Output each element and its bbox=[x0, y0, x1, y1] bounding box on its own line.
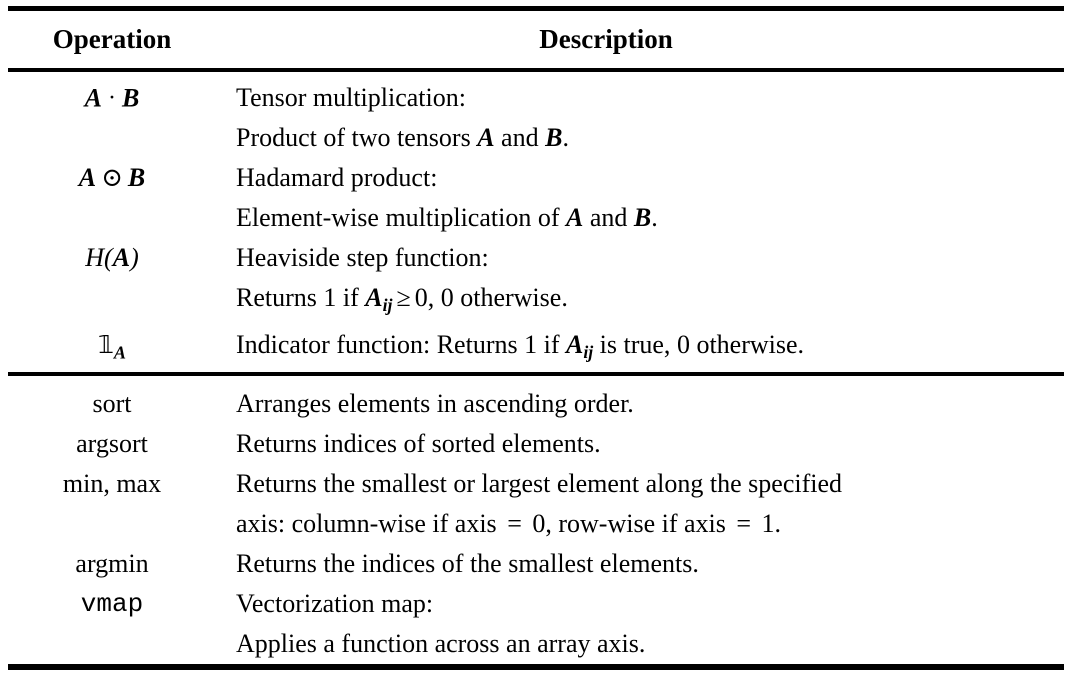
operation-cell: sort bbox=[92, 389, 132, 419]
description-line: Arranges elements in ascending order. bbox=[236, 389, 634, 419]
dot-operator-icon: · bbox=[108, 85, 116, 111]
table-row: A·B Tensor multiplication: Product of tw… bbox=[8, 78, 1064, 158]
table-row: H(A) Heaviside step function: Returns 1 … bbox=[8, 238, 1064, 325]
table-section-math-operations: A·B Tensor multiplication: Product of tw… bbox=[8, 72, 1064, 372]
tensor-a-symbol: A bbox=[112, 243, 131, 272]
table-top-rule bbox=[8, 6, 1064, 11]
description-line: Product of two tensors A and B. bbox=[236, 123, 569, 152]
description-cell: Heaviside step function: Returns 1 if Ai… bbox=[216, 238, 1064, 325]
description-cell: Returns indices of sorted elements. bbox=[216, 424, 1064, 464]
table-bottom-rule bbox=[8, 664, 1064, 671]
table-row: vmap Vectorization map: Applies a functi… bbox=[8, 584, 1064, 664]
heaviside-h-symbol: H bbox=[85, 243, 105, 272]
description-cell: Hadamard product: Element-wise multiplic… bbox=[216, 158, 1064, 238]
description-cell: Returns the smallest or largest element … bbox=[216, 464, 1064, 544]
operation-cell: argmin bbox=[75, 549, 149, 579]
description-cell: Tensor multiplication: Product of two te… bbox=[216, 78, 1064, 158]
tensor-a-symbol: A bbox=[78, 163, 97, 192]
table-section-rule bbox=[8, 372, 1064, 377]
table-row: argmin Returns the indices of the smalle… bbox=[8, 544, 1064, 584]
description-cell: Vectorization map: Applies a function ac… bbox=[216, 584, 1064, 664]
description-line: Hadamard product: bbox=[236, 163, 438, 192]
tensor-a-symbol: A bbox=[84, 83, 102, 113]
operation-cell: vmap bbox=[80, 589, 144, 620]
description-line: Returns the indices of the smallest elem… bbox=[236, 549, 699, 579]
description-line: Returns the smallest or largest element … bbox=[236, 469, 843, 499]
table-row: A⊙B Hadamard product: Element-wise multi… bbox=[8, 158, 1064, 238]
operation-cell: argsort bbox=[76, 429, 148, 459]
description-line: Returns 1 if Aij≥0, 0 otherwise. bbox=[236, 283, 568, 315]
description-cell: Indicator function: Returns 1 if Aij is … bbox=[216, 325, 1064, 372]
tensor-b-symbol: B bbox=[127, 163, 146, 192]
table-row: argsort Returns indices of sorted elemen… bbox=[8, 424, 1064, 464]
left-paren: ( bbox=[104, 243, 113, 272]
table-row: sort Arranges elements in ascending orde… bbox=[8, 384, 1064, 424]
indicator-subscript-a: A bbox=[113, 342, 127, 363]
description-line: Indicator function: Returns 1 if Aij is … bbox=[236, 329, 805, 362]
description-line: Tensor multiplication: bbox=[236, 83, 466, 112]
table-row: min, max Returns the smallest or largest… bbox=[8, 464, 1064, 544]
description-line: Returns indices of sorted elements. bbox=[236, 429, 601, 459]
description-cell: Returns the indices of the smallest elem… bbox=[216, 544, 1064, 584]
table-row: 𝟙A Indicator function: Returns 1 if Aij … bbox=[8, 325, 1064, 372]
right-paren: ) bbox=[130, 243, 139, 272]
operation-cell: H(A) bbox=[8, 238, 216, 278]
indicator-one-symbol: 𝟙 bbox=[97, 329, 114, 359]
odot-operator-icon: ⊙ bbox=[101, 163, 123, 192]
operation-cell: A⊙B bbox=[8, 158, 216, 198]
table-header-row: Operation Description bbox=[8, 11, 1064, 68]
operation-cell: A·B bbox=[8, 78, 216, 118]
description-cell: Arranges elements in ascending order. bbox=[216, 384, 1064, 424]
operations-table: Operation Description A·B Tensor multipl… bbox=[8, 0, 1064, 671]
operation-cell: min, max bbox=[62, 469, 162, 499]
table-section-array-functions: sort Arranges elements in ascending orde… bbox=[8, 376, 1064, 664]
description-line: Element-wise multiplication of A and B. bbox=[236, 203, 658, 232]
description-line: Applies a function across an array axis. bbox=[236, 629, 646, 659]
description-line: axis: column-wise if axis = 0, row-wise … bbox=[236, 509, 782, 539]
column-header-operation: Operation bbox=[52, 24, 172, 54]
column-header-description: Description bbox=[539, 24, 673, 54]
description-line: Heaviside step function: bbox=[236, 243, 489, 272]
operation-cell: 𝟙A bbox=[8, 325, 216, 372]
tensor-b-symbol: B bbox=[122, 83, 140, 113]
table-header-rule bbox=[8, 68, 1064, 72]
description-line: Vectorization map: bbox=[236, 589, 434, 619]
